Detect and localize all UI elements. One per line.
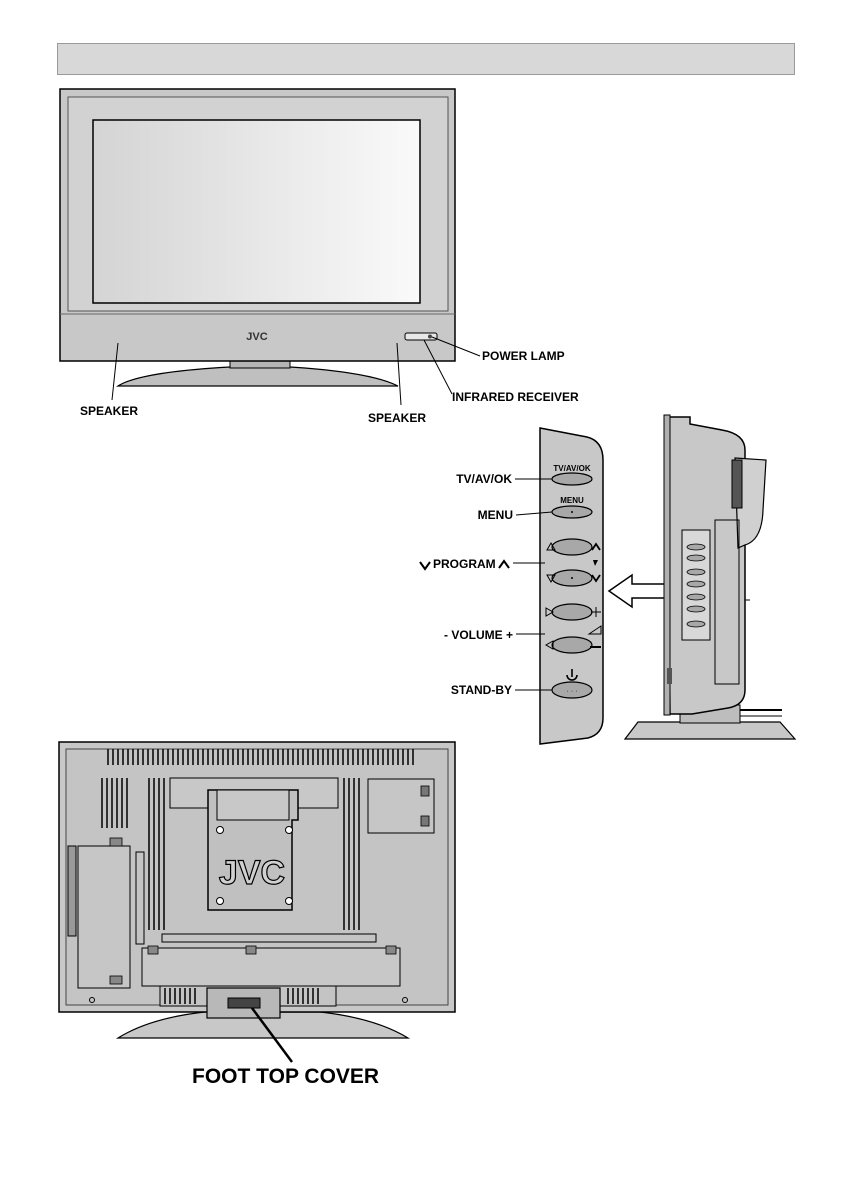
control-panel: TV/AV/OK MENU · · · bbox=[420, 428, 603, 744]
front-stand bbox=[118, 367, 398, 386]
volume-up-button bbox=[552, 604, 592, 620]
rear-view: JVC bbox=[59, 742, 455, 1088]
program-up-button bbox=[552, 539, 592, 555]
tv-av-ok-button-text: TV/AV/OK bbox=[553, 464, 590, 473]
side-view bbox=[625, 415, 795, 739]
front-logo: JVC bbox=[246, 331, 267, 343]
program-chevron-down-icon bbox=[420, 562, 430, 569]
program-label-group: PROGRAM bbox=[420, 557, 509, 571]
standby-label: STAND-BY bbox=[451, 683, 512, 697]
tv-av-ok-label: TV/AV/OK bbox=[456, 472, 512, 486]
program-label: PROGRAM bbox=[433, 557, 496, 571]
front-view: JVC POWER LAMP INFRARED RECEIVER SPEAKER… bbox=[60, 89, 579, 425]
volume-label: - VOLUME + bbox=[444, 628, 513, 642]
speaker-left-label: SPEAKER bbox=[80, 404, 138, 418]
svg-text:· · ·: · · · bbox=[567, 688, 578, 695]
menu-label: MENU bbox=[478, 508, 513, 522]
tv-av-ok-button bbox=[552, 473, 592, 485]
program-chevron-up-icon bbox=[499, 561, 509, 568]
rear-logo: JVC bbox=[219, 854, 285, 892]
power-lamp-window bbox=[405, 333, 437, 340]
speaker-right-label: SPEAKER bbox=[368, 411, 426, 425]
menu-button-text: MENU bbox=[560, 496, 584, 505]
foot-top-cover-label: FOOT TOP COVER bbox=[192, 1065, 379, 1088]
front-screen bbox=[93, 120, 420, 303]
connector-panel-left bbox=[78, 846, 130, 988]
infrared-receiver-label: INFRARED RECEIVER bbox=[452, 390, 579, 404]
pointer-arrow-icon bbox=[609, 575, 668, 607]
volume-down-button bbox=[552, 637, 592, 653]
power-lamp-label: POWER LAMP bbox=[482, 349, 565, 363]
